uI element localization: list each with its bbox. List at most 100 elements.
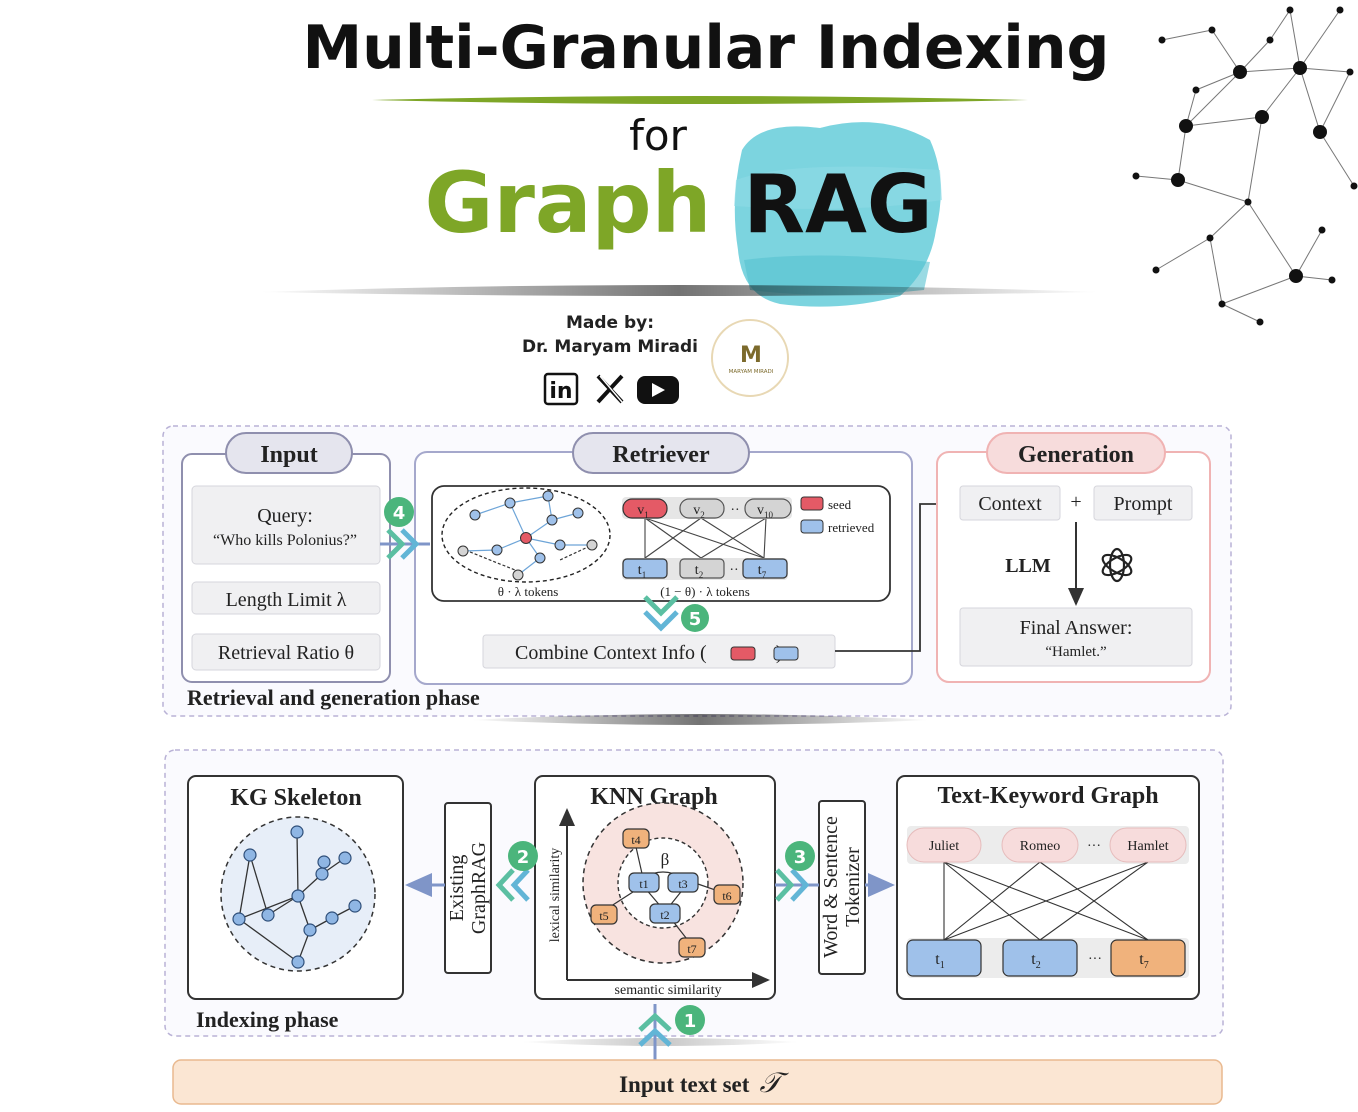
youtube-icon[interactable] xyxy=(637,376,679,404)
svg-text:3: 3 xyxy=(794,847,807,868)
keyword-romeo: Romeo xyxy=(1001,827,1079,863)
context-label: Context xyxy=(978,493,1042,515)
network-edge xyxy=(1209,237,1223,305)
header-swoosh xyxy=(258,285,1100,296)
legend-seed-label: seed xyxy=(828,497,852,512)
step-2-connector: 2 xyxy=(495,841,538,902)
graph-word: Graph xyxy=(425,154,712,252)
network-decoration xyxy=(1132,6,1358,326)
network-node xyxy=(1244,198,1252,206)
network-node xyxy=(1233,65,1247,79)
kg-node xyxy=(291,955,305,969)
svg-text:Hamlet: Hamlet xyxy=(1127,839,1168,854)
keyword-juliet: Juliet xyxy=(906,827,982,863)
retrieval-phase-label: Retrieval and generation phase xyxy=(187,685,480,710)
legend-retrieved-swatch xyxy=(800,519,824,534)
svg-text:t2: t2 xyxy=(660,908,669,922)
svg-text:t3: t3 xyxy=(678,877,687,891)
bottom-shadow xyxy=(520,1038,800,1046)
seed-graph-edge xyxy=(509,502,527,539)
seed-graph-node xyxy=(491,544,503,556)
linkedin-icon[interactable]: in xyxy=(543,372,579,406)
network-node xyxy=(1293,61,1307,75)
knn-node-t3: t3 xyxy=(667,872,699,893)
retriever-title: Retriever xyxy=(612,442,710,468)
svg-text:Romeo: Romeo xyxy=(1020,839,1060,854)
lexical-axis-label: lexical similarity xyxy=(548,848,563,942)
network-edge xyxy=(1185,71,1241,127)
network-node xyxy=(1152,266,1160,274)
network-node xyxy=(1132,172,1140,180)
existing-graphrag-label: ExistingGraphRAG xyxy=(446,842,490,934)
network-edge xyxy=(1209,201,1249,239)
svg-text:t2: t2 xyxy=(1031,951,1040,971)
kg-node xyxy=(348,899,362,913)
v-node-2: v2 xyxy=(679,498,725,520)
kg-node xyxy=(243,848,257,862)
seed-graph-node xyxy=(457,545,469,557)
t-node-1: t1 xyxy=(622,558,668,580)
network-edge xyxy=(1155,237,1211,271)
input-title: Input xyxy=(260,442,317,468)
svg-text:t6: t6 xyxy=(722,889,731,903)
seed-graph-node xyxy=(572,507,584,519)
generation-title-pill xyxy=(986,432,1166,474)
svg-text:v10: v10 xyxy=(757,503,774,520)
context-box xyxy=(959,485,1061,521)
network-edge xyxy=(1177,179,1249,203)
rest-tokens-label: (1 − θ) · λ tokens xyxy=(660,584,750,599)
network-node xyxy=(1255,110,1269,124)
svg-text:t1: t1 xyxy=(638,563,646,580)
title-underline xyxy=(372,96,1028,104)
seed-graph-edge xyxy=(462,549,498,552)
network-node xyxy=(1206,234,1214,242)
final-answer-label: Final Answer: xyxy=(1020,617,1133,639)
seed-graph-edge xyxy=(509,495,549,504)
network-edge xyxy=(1221,275,1297,305)
x-icon[interactable] xyxy=(596,374,624,404)
network-edge xyxy=(1185,116,1263,127)
social-icons: in xyxy=(543,372,679,406)
text-node-t1: t1 xyxy=(906,939,982,977)
text-node-dots: ··· xyxy=(1088,952,1102,967)
network-node xyxy=(1266,36,1274,44)
step-5-connector: 5 xyxy=(643,595,709,632)
network-edge xyxy=(1269,9,1291,41)
final-answer-box xyxy=(959,607,1193,667)
seed-graph-node xyxy=(512,569,524,581)
legend-seed-swatch xyxy=(800,496,824,511)
network-node xyxy=(1318,226,1326,234)
svg-text:t1: t1 xyxy=(935,951,944,971)
indexing-phase-label: Indexing phase xyxy=(196,1007,339,1032)
existing-graphrag-box xyxy=(444,802,492,974)
svg-text:t1: t1 xyxy=(639,877,648,891)
combine-retrieved-swatch xyxy=(773,646,799,661)
network-edge xyxy=(1239,39,1271,73)
knn-node-t6: t6 xyxy=(713,884,741,905)
input-title-pill xyxy=(225,432,353,474)
panel-shadow xyxy=(470,714,930,725)
network-edge xyxy=(1239,67,1301,73)
network-node xyxy=(1346,68,1354,76)
step-3-connector: 3 xyxy=(775,841,819,902)
kg-graph xyxy=(232,825,362,969)
combine-seed-swatch xyxy=(730,646,756,661)
kg-node xyxy=(317,855,331,869)
tokenizer-box xyxy=(818,800,866,975)
seed-graph xyxy=(457,490,598,581)
retrieval-ratio: Retrieval Ratio θ xyxy=(218,642,354,664)
network-node xyxy=(1179,119,1193,133)
network-edge xyxy=(1261,67,1301,118)
seed-graph-node xyxy=(586,539,598,551)
bipartite-lines xyxy=(644,517,767,559)
svg-text:1: 1 xyxy=(684,1011,697,1032)
network-edge xyxy=(1319,71,1351,133)
network-node xyxy=(1256,318,1264,326)
kg-node xyxy=(315,867,329,881)
step-4-connector: 4 xyxy=(380,497,430,560)
retriever-title-pill xyxy=(572,432,750,474)
svg-text:t7: t7 xyxy=(687,942,696,956)
seed-graph-node xyxy=(534,552,546,564)
knn-node-t5: t5 xyxy=(590,904,618,925)
